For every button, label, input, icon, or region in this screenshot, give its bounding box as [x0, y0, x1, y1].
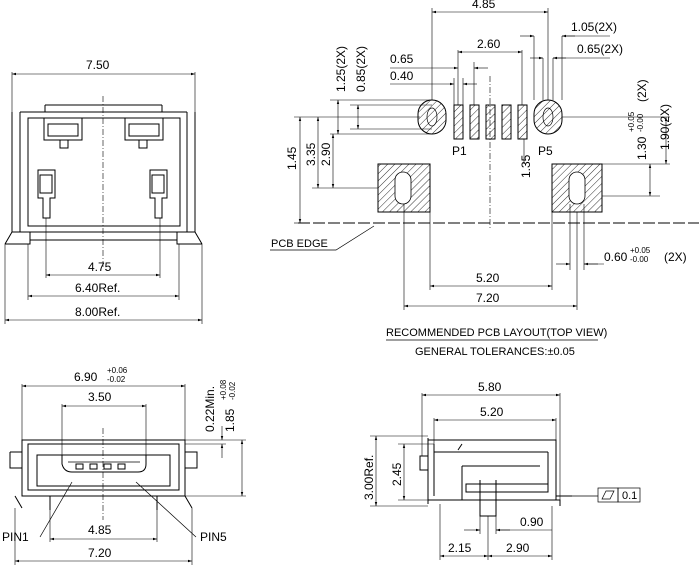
dim-0-22-min: 0.22Min.: [203, 386, 217, 432]
pcb-dim-1-05: 1.05(2X): [571, 20, 617, 34]
pcb-dim-1-25: 1.25(2X): [334, 46, 348, 92]
flatness-value: 0.1: [622, 490, 637, 502]
pcb-dim-4-85: 4.85: [472, 0, 496, 11]
pcb-dim-2-90: 2.90: [319, 142, 333, 166]
tol-0-60-upper: +0.05: [630, 246, 651, 255]
side-dim-5-20: 5.20: [480, 405, 504, 419]
dim-1-85: 1.85: [223, 408, 237, 432]
side-view: 5.80 5.20 3.00Ref. 2.45 0.1 0.90 2.1: [362, 380, 641, 560]
dim-6-40-ref: 6.40Ref.: [75, 281, 120, 295]
dim-4-85-front: 4.85: [88, 523, 112, 537]
side-dim-2-45: 2.45: [390, 462, 404, 486]
pin5-label: PIN5: [200, 530, 227, 544]
pcb-dim-1-30-suffix: (2X): [635, 79, 649, 102]
dim-3-50: 3.50: [88, 390, 112, 404]
pcb-dim-5-20: 5.20: [476, 271, 500, 285]
pcb-edge-label: PCB EDGE: [271, 238, 328, 250]
pin-p1-label: P1: [452, 144, 467, 158]
pcb-dim-1-90: 1.90(2X): [658, 104, 672, 150]
pcb-dim-0-85: 0.85(2X): [354, 46, 368, 92]
pin1-label: PIN1: [2, 530, 29, 544]
pcb-dim-1-45: 1.45: [285, 146, 299, 170]
dim-7-50: 7.50: [86, 58, 110, 72]
pcb-dim-0-65: 0.65: [390, 52, 414, 66]
general-tolerances: GENERAL TOLERANCES:±0.05: [415, 346, 575, 358]
pcb-dim-0-65-2x: 0.65(2X): [577, 42, 623, 56]
pcb-dim-0-60: 0.60: [604, 250, 628, 264]
side-dim-3-00-ref: 3.00Ref.: [362, 455, 376, 500]
pcb-dim-3-35: 3.35: [304, 142, 318, 166]
pcb-dim-0-60-suffix: (2X): [664, 250, 687, 264]
top-view: 7.50 4.75 6.40Ref. 8.00Ref.: [4, 58, 203, 324]
pcb-dim-1-35: 1.35: [519, 154, 533, 178]
pcb-layout-title: RECOMMENDED PCB LAYOUT(TOP VIEW): [386, 327, 607, 339]
front-view: 6.90 +0.06 -0.02 3.50 0.22Min. 1.85 +0.0…: [2, 366, 246, 565]
pcb-layout: 4.85 1.05(2X) 0.65(2X) 2.60 0.65 0.40: [270, 0, 699, 358]
tol-1-85-lower: -0.02: [228, 381, 237, 400]
pcb-dim-7-20: 7.20: [476, 291, 500, 305]
side-dim-5-80: 5.80: [478, 380, 502, 394]
pcb-dim-0-40: 0.40: [390, 69, 414, 83]
tol-1-30-lower: -0.00: [636, 113, 645, 132]
tol-1-85-upper: +0.08: [219, 379, 228, 400]
side-dim-2-15: 2.15: [448, 541, 472, 555]
dim-8-00-ref: 8.00Ref.: [75, 305, 120, 319]
tol-1-30-upper: +0.05: [627, 111, 636, 132]
dim-7-20-front: 7.20: [88, 546, 112, 560]
tol-6-90-lower: -0.02: [107, 375, 126, 384]
dim-6-90: 6.90: [74, 370, 98, 384]
side-dim-2-90: 2.90: [506, 541, 530, 555]
pcb-dim-1-30: 1.30: [635, 136, 649, 160]
dim-4-75: 4.75: [88, 260, 112, 274]
pcb-dim-2-60: 2.60: [477, 37, 501, 51]
tol-0-60-lower: -0.00: [630, 255, 649, 264]
tol-6-90-upper: +0.06: [107, 366, 128, 375]
side-dim-0-90: 0.90: [520, 515, 544, 529]
pin-p5-label: P5: [538, 144, 553, 158]
